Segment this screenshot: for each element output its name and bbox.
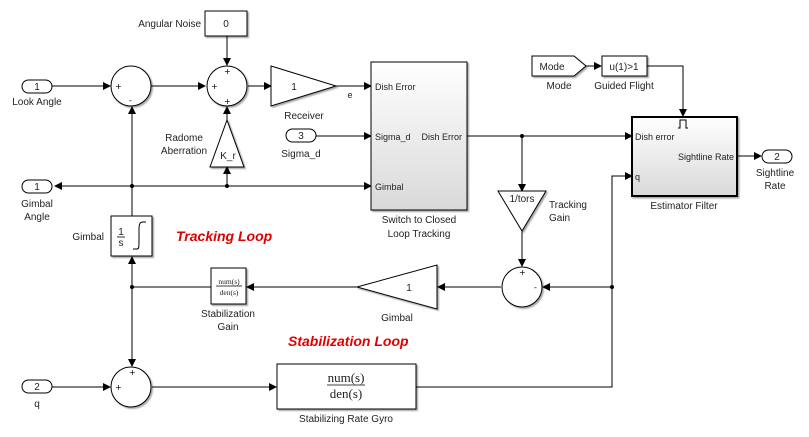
block-guided-flight[interactable]: u(1)>1 Guided Flight bbox=[594, 55, 654, 92]
sum-block-2[interactable]: + + + bbox=[206, 65, 248, 107]
port-label: Gimbal bbox=[375, 182, 404, 192]
sign-bottom: + bbox=[224, 97, 231, 106]
sign-top: + bbox=[224, 67, 231, 76]
block-radome-aberration[interactable]: K_r Radome Aberration bbox=[161, 118, 245, 168]
sign-left: + bbox=[115, 82, 122, 91]
wire-guided-trigger[interactable] bbox=[647, 65, 687, 117]
tf-numerator: 1 bbox=[118, 227, 124, 238]
block-value: 0 bbox=[223, 19, 229, 30]
block-mode[interactable]: Mode Mode bbox=[531, 55, 587, 92]
block-receiver[interactable]: 1 Receiver e bbox=[270, 65, 353, 122]
port-label: Look Angle bbox=[12, 97, 62, 108]
block-estimator-filter[interactable]: Dish error q Sightline Rate Estimator Fi… bbox=[631, 116, 738, 212]
port-number: 3 bbox=[298, 131, 304, 142]
port-number: 1 bbox=[34, 82, 40, 93]
block-label: Loop Tracking bbox=[388, 229, 451, 240]
port-number: 2 bbox=[34, 382, 40, 393]
tf-denominator: s bbox=[119, 238, 124, 249]
port-label: Dish error bbox=[635, 132, 675, 142]
block-label: Radome bbox=[165, 133, 203, 144]
block-label: Gimbal bbox=[381, 313, 413, 324]
block-gimbal-integrator[interactable]: 1 s Gimbal bbox=[72, 215, 153, 257]
port-label: Sightline Rate bbox=[678, 152, 734, 162]
tf-numerator: num(s) bbox=[328, 370, 365, 385]
block-tracking-gain[interactable]: 1/tors Tracking Gain bbox=[497, 190, 587, 232]
block-label: Mode bbox=[546, 81, 571, 92]
port-label: Sightline bbox=[756, 168, 795, 179]
block-value: Mode bbox=[539, 62, 564, 73]
block-label: Angular Noise bbox=[138, 19, 201, 30]
tf-numerator: num(s) bbox=[218, 277, 240, 286]
tf-denominator: den(s) bbox=[220, 288, 239, 297]
port-label: Dish Error bbox=[375, 82, 416, 92]
block-angular-noise[interactable]: 0 Angular Noise bbox=[138, 10, 248, 37]
outport-sightline-rate[interactable]: 2 Sightline Rate bbox=[756, 149, 795, 192]
sum-block-4[interactable]: + + bbox=[110, 366, 152, 408]
port-label: Rate bbox=[764, 181, 786, 192]
sign-left: + bbox=[115, 383, 122, 392]
port-label: Gimbal bbox=[21, 199, 53, 210]
signal-label: e bbox=[347, 90, 352, 100]
block-label: Guided Flight bbox=[594, 81, 654, 92]
block-gimbal-gain[interactable]: 1 Gimbal bbox=[355, 264, 438, 324]
junction-dot bbox=[520, 134, 524, 138]
sum-block-1[interactable]: + - bbox=[110, 65, 152, 107]
port-label: q bbox=[635, 172, 640, 182]
wire-gyro-estimator-q[interactable] bbox=[416, 172, 633, 388]
junction-dot bbox=[130, 184, 134, 188]
inport-sigma-d[interactable]: 3 Sigma_d bbox=[281, 128, 321, 160]
port-label: Sigma_d bbox=[281, 149, 320, 160]
junction-dot bbox=[225, 184, 229, 188]
block-value: 1/tors bbox=[509, 194, 534, 205]
block-label: Estimator Filter bbox=[650, 201, 718, 212]
sign-right: - bbox=[534, 283, 537, 292]
block-value: 1 bbox=[291, 82, 297, 93]
inport-q[interactable]: 2 q bbox=[21, 379, 53, 410]
inport-look-angle[interactable]: 1 Look Angle bbox=[12, 79, 62, 108]
block-switch-closed-loop[interactable]: Dish Error Sigma_d Gimbal Dish Error Swi… bbox=[370, 61, 468, 240]
annotation-stabilization-loop: Stabilization Loop bbox=[288, 333, 409, 349]
block-label: Receiver bbox=[284, 111, 324, 122]
wires bbox=[52, 36, 762, 391]
tf-denominator: den(s) bbox=[330, 386, 363, 401]
block-label: Stabilization bbox=[201, 309, 255, 320]
trigger-icon bbox=[678, 119, 688, 129]
sum-block-3[interactable]: + - bbox=[501, 266, 543, 308]
block-value: u(1)>1 bbox=[609, 62, 639, 73]
sign-bottom: - bbox=[129, 96, 132, 105]
integral-icon bbox=[133, 221, 146, 250]
port-number: 1 bbox=[34, 182, 40, 193]
port-number: 2 bbox=[774, 152, 780, 163]
block-label: Stabilizing Rate Gyro bbox=[299, 414, 393, 425]
block-value: K_r bbox=[220, 151, 236, 162]
port-label: Angle bbox=[24, 212, 50, 223]
sign-top: + bbox=[129, 368, 136, 377]
annotation-tracking-loop: Tracking Loop bbox=[176, 228, 273, 244]
port-label: q bbox=[34, 399, 40, 410]
block-stabilizing-rate-gyro[interactable]: num(s) den(s) Stabilizing Rate Gyro bbox=[276, 363, 417, 425]
port-label: Sigma_d bbox=[375, 132, 411, 142]
block-label: Switch to Closed bbox=[382, 215, 456, 226]
block-stabilization-gain[interactable]: num(s) den(s) Stabilization Gain bbox=[201, 267, 255, 333]
block-label: Gimbal bbox=[72, 232, 104, 243]
junction-dot bbox=[130, 285, 134, 289]
junction-dot bbox=[610, 285, 614, 289]
block-value: 1 bbox=[406, 283, 412, 294]
sign-left: + bbox=[211, 82, 218, 91]
block-label: Aberration bbox=[161, 146, 207, 157]
port-label: Dish Error bbox=[421, 132, 462, 142]
block-label: Gain bbox=[549, 213, 570, 224]
sign-top: + bbox=[519, 268, 526, 277]
outport-gimbal-angle[interactable]: 1 Gimbal Angle bbox=[21, 179, 53, 223]
block-label: Gain bbox=[217, 322, 238, 333]
block-label: Tracking bbox=[549, 200, 587, 211]
